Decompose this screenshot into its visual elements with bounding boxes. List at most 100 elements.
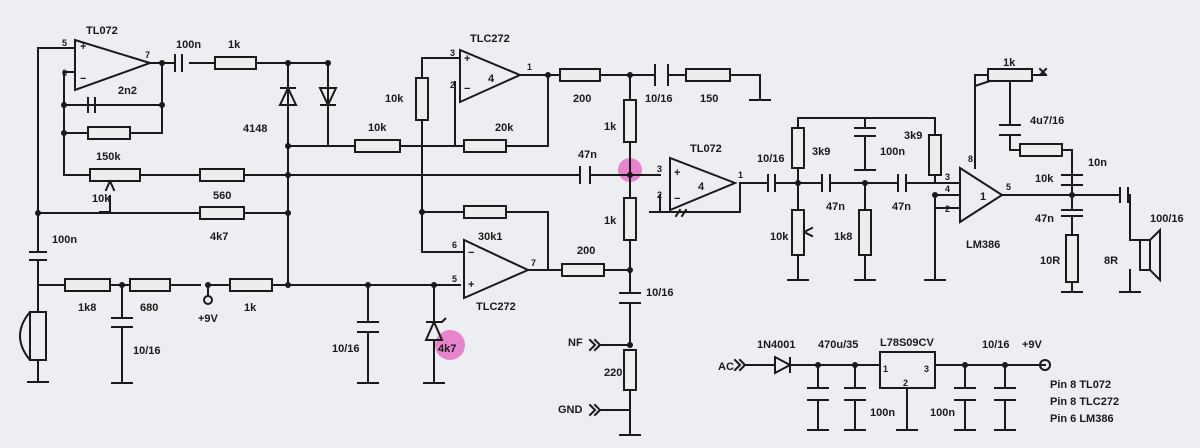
resistor-680 — [129, 278, 171, 292]
connector-gnd — [588, 403, 602, 417]
svg-text:+: + — [674, 167, 680, 179]
resistor-4k7 — [199, 206, 245, 220]
diode-4148-a — [278, 85, 298, 106]
label-d-1n4001: 1N4001 — [757, 339, 796, 351]
label-r-10R: 10R — [1040, 255, 1060, 267]
pot-10k-b — [791, 209, 805, 256]
label-r-200-b: 200 — [577, 245, 595, 257]
ground-symbols — [27, 99, 1141, 436]
terminals — [203, 295, 1051, 417]
microphone — [19, 311, 47, 381]
opamp-u4-pin-noninv: 3 — [657, 164, 662, 174]
label-r-3k9-a: 3k9 — [812, 146, 830, 158]
opamp-u5-pin-out: 5 — [1006, 182, 1011, 192]
label-c-10-16-a: 10/16 — [133, 345, 161, 357]
opamp-u2-pin-noninv: 3 — [450, 48, 455, 58]
resistor-10k-b — [354, 139, 401, 153]
label-c-470u-35: 470u/35 — [818, 339, 858, 351]
resistor-1k8 — [64, 278, 111, 292]
speaker — [1139, 227, 1161, 283]
svg-text:−: − — [464, 83, 470, 95]
label-d-4k7: 4k7 — [438, 343, 456, 355]
resistor-10k-c — [1019, 143, 1063, 157]
label-r-1k8: 1k8 — [78, 302, 96, 314]
resistor-150 — [685, 68, 731, 82]
opamp-u2-unit: 4 — [488, 73, 495, 85]
label-c-100n-e: 100n — [930, 407, 955, 419]
cap-10n — [1061, 174, 1083, 186]
regulator-pin-2: 2 — [903, 378, 908, 388]
opamp-u1: TL072 5 6 7 +− — [62, 25, 154, 92]
pot-1k — [987, 68, 1033, 82]
opamp-u4-unit: 4 — [698, 181, 705, 193]
cap-100n-c — [854, 127, 876, 137]
label-gnd: GND — [558, 404, 583, 416]
cap-47n-c — [897, 174, 907, 192]
label-r-150k: 150k — [96, 151, 121, 163]
label-c-47n-b: 47n — [826, 201, 845, 213]
resistor-10k-a — [415, 77, 429, 121]
opamp-u5-pin-8: 8 — [968, 154, 973, 164]
label-c-100n-b: 100n — [52, 234, 77, 246]
resistor-560 — [199, 168, 245, 182]
label-r-4k7: 4k7 — [210, 231, 228, 243]
resistor-200-b — [561, 263, 605, 277]
opamp-u4-pin-inv: 2 — [657, 190, 662, 200]
resistor-3k9-a — [791, 127, 805, 169]
label-r-150: 150 — [700, 93, 718, 105]
cap-47n-a — [579, 166, 591, 184]
label-r-220: 220 — [604, 367, 622, 379]
label-r-680: 680 — [140, 302, 158, 314]
regulator-l78s09cv: L78S09CV 1 2 3 — [879, 337, 936, 389]
opamp-u5-pin-inv: 2 — [945, 204, 950, 214]
opamp-u3-pin-noninv: 5 — [452, 274, 457, 284]
cap-100n-e — [954, 387, 976, 401]
opamp-u3-label: TLC272 — [476, 301, 516, 313]
opamp-u2-label: TLC272 — [470, 33, 510, 45]
resistor-1k-a — [214, 56, 257, 70]
opamp-u2: TLC272 3 2 1 4 +− — [450, 33, 532, 104]
svg-text:+: + — [468, 279, 474, 291]
opamp-u3-pin-out: 7 — [531, 258, 536, 268]
label-c-47n-a: 47n — [578, 149, 597, 161]
cap-10-16-f — [994, 387, 1016, 401]
highlight-mark-zener — [435, 330, 465, 360]
terminal-9v-a — [203, 295, 213, 305]
opamp-u4-label: TL072 — [690, 143, 722, 155]
component-labels: 100n 1k 2n2 150k 10k 560 4k7 100n 1k8 68… — [52, 39, 1184, 419]
pot-10k — [89, 168, 141, 182]
cap-10-16-c — [654, 64, 669, 86]
label-r-560: 560 — [213, 190, 231, 202]
label-pot-10k-b: 10k — [770, 231, 789, 243]
label-c-10-16-e: 10/16 — [757, 153, 785, 165]
note-pin-lm386: Pin 6 LM386 — [1050, 413, 1114, 425]
label-r-10k-c: 10k — [1035, 173, 1054, 185]
cap-10-16-e — [767, 174, 776, 192]
resistor-1k-d — [623, 197, 637, 241]
pin-notes: Pin 8 TL072 Pin 8 TLC272 Pin 6 LM386 — [1050, 379, 1119, 425]
label-pot-10k: 10k — [92, 193, 111, 205]
note-pin-tl072: Pin 8 TL072 — [1050, 379, 1111, 391]
connector-ac — [733, 358, 747, 372]
opamp-u4: TL072 3 2 1 4 +− — [657, 143, 743, 212]
label-c-100n-d: 100n — [870, 407, 895, 419]
label-c-10-16-d: 10/16 — [646, 287, 674, 299]
label-r-1k-d: 1k — [604, 215, 617, 227]
connector-nf — [588, 338, 602, 352]
label-r-20k: 20k — [495, 122, 514, 134]
svg-text:−: − — [674, 193, 680, 205]
label-c-47n-d: 47n — [1035, 213, 1054, 225]
label-r-3k9-b: 3k9 — [904, 130, 922, 142]
terminal-9v-b — [1039, 359, 1051, 371]
cap-100n-a — [174, 54, 183, 72]
opamp-u5: LM386 3 4 2 8 5 1 — [945, 154, 1011, 251]
label-r-200-a: 200 — [573, 93, 591, 105]
regulator-label: L78S09CV — [880, 337, 934, 349]
label-nf: NF — [568, 337, 583, 349]
label-r-30k1: 30k1 — [478, 231, 502, 243]
label-r-1k8-b: 1k8 — [834, 231, 852, 243]
opamp-u1-pin-inv: 6 — [62, 68, 67, 78]
label-c-4u7-16: 4u7/16 — [1030, 115, 1064, 127]
